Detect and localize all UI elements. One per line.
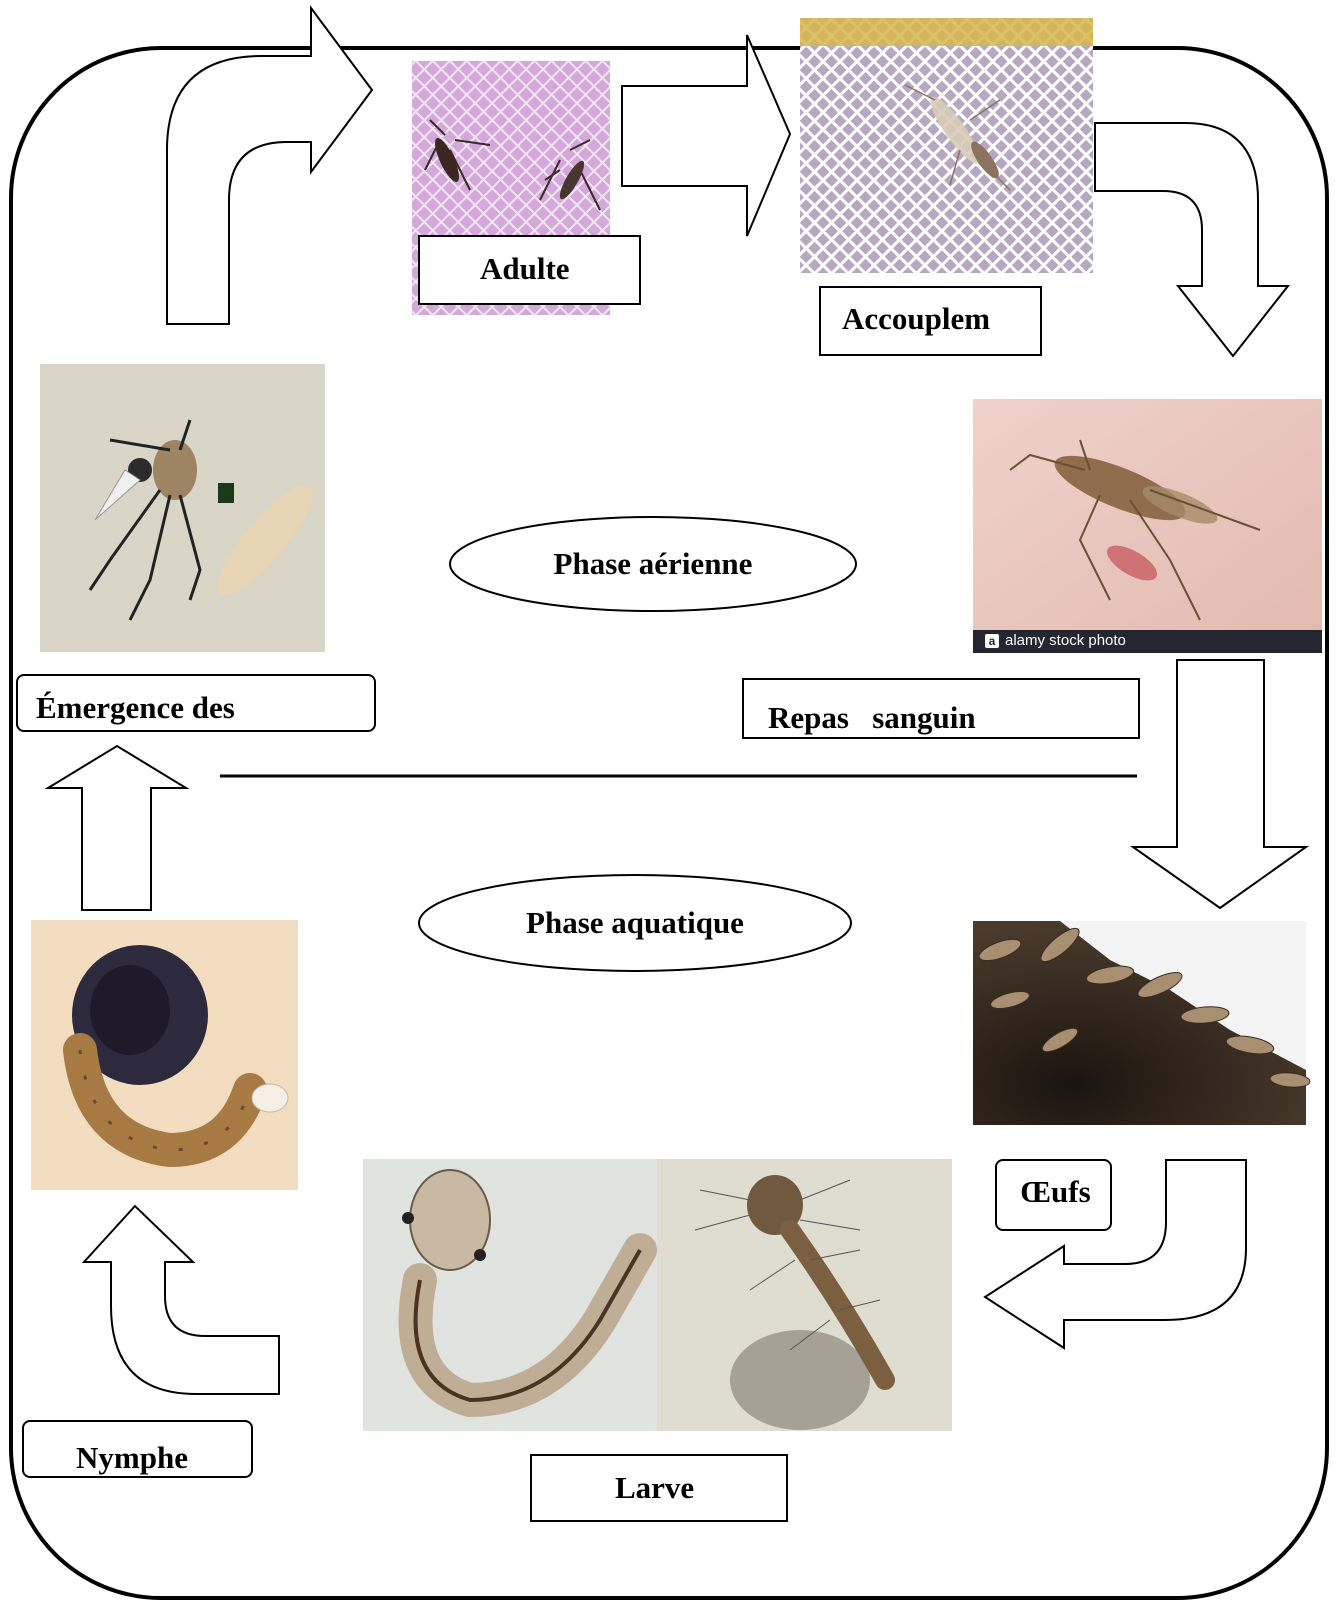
phase-aerial-label: Phase aérienne (450, 534, 856, 594)
stage-label-pupa: Nymphe (22, 1420, 253, 1478)
photo-mating (800, 18, 1093, 273)
arrow-bloodmeal-to-eggs (1133, 660, 1306, 908)
alamy-logo-icon: a (985, 634, 999, 648)
phase-aquatic-label: Phase aquatique (419, 893, 851, 953)
arrow-emergence-to-adult (167, 8, 372, 324)
photo-pupa (31, 920, 298, 1190)
photo-credit-text: alamy stock photo (1005, 632, 1126, 649)
arrow-mating-to-bloodmeal (1095, 123, 1288, 356)
photo-larva (363, 1159, 952, 1431)
photo-blood-meal (973, 399, 1322, 653)
stage-label-eggs: Œufs (995, 1159, 1112, 1231)
arrow-larva-to-pupa (84, 1206, 279, 1394)
stage-label-emergence: Émergence des (16, 674, 376, 732)
stage-label-blood-meal: Repas sanguin (742, 678, 1140, 739)
photo-emergence (40, 364, 325, 652)
photo-credit: a alamy stock photo (985, 632, 1126, 649)
stage-label-adult: Adulte (418, 235, 641, 305)
stage-label-larva: Larve (530, 1454, 788, 1522)
arrow-adult-to-mating (622, 35, 790, 236)
stage-label-mating: Accouplem (819, 286, 1042, 356)
photo-eggs (973, 921, 1311, 1125)
arrow-pupa-to-emergence (48, 746, 186, 910)
